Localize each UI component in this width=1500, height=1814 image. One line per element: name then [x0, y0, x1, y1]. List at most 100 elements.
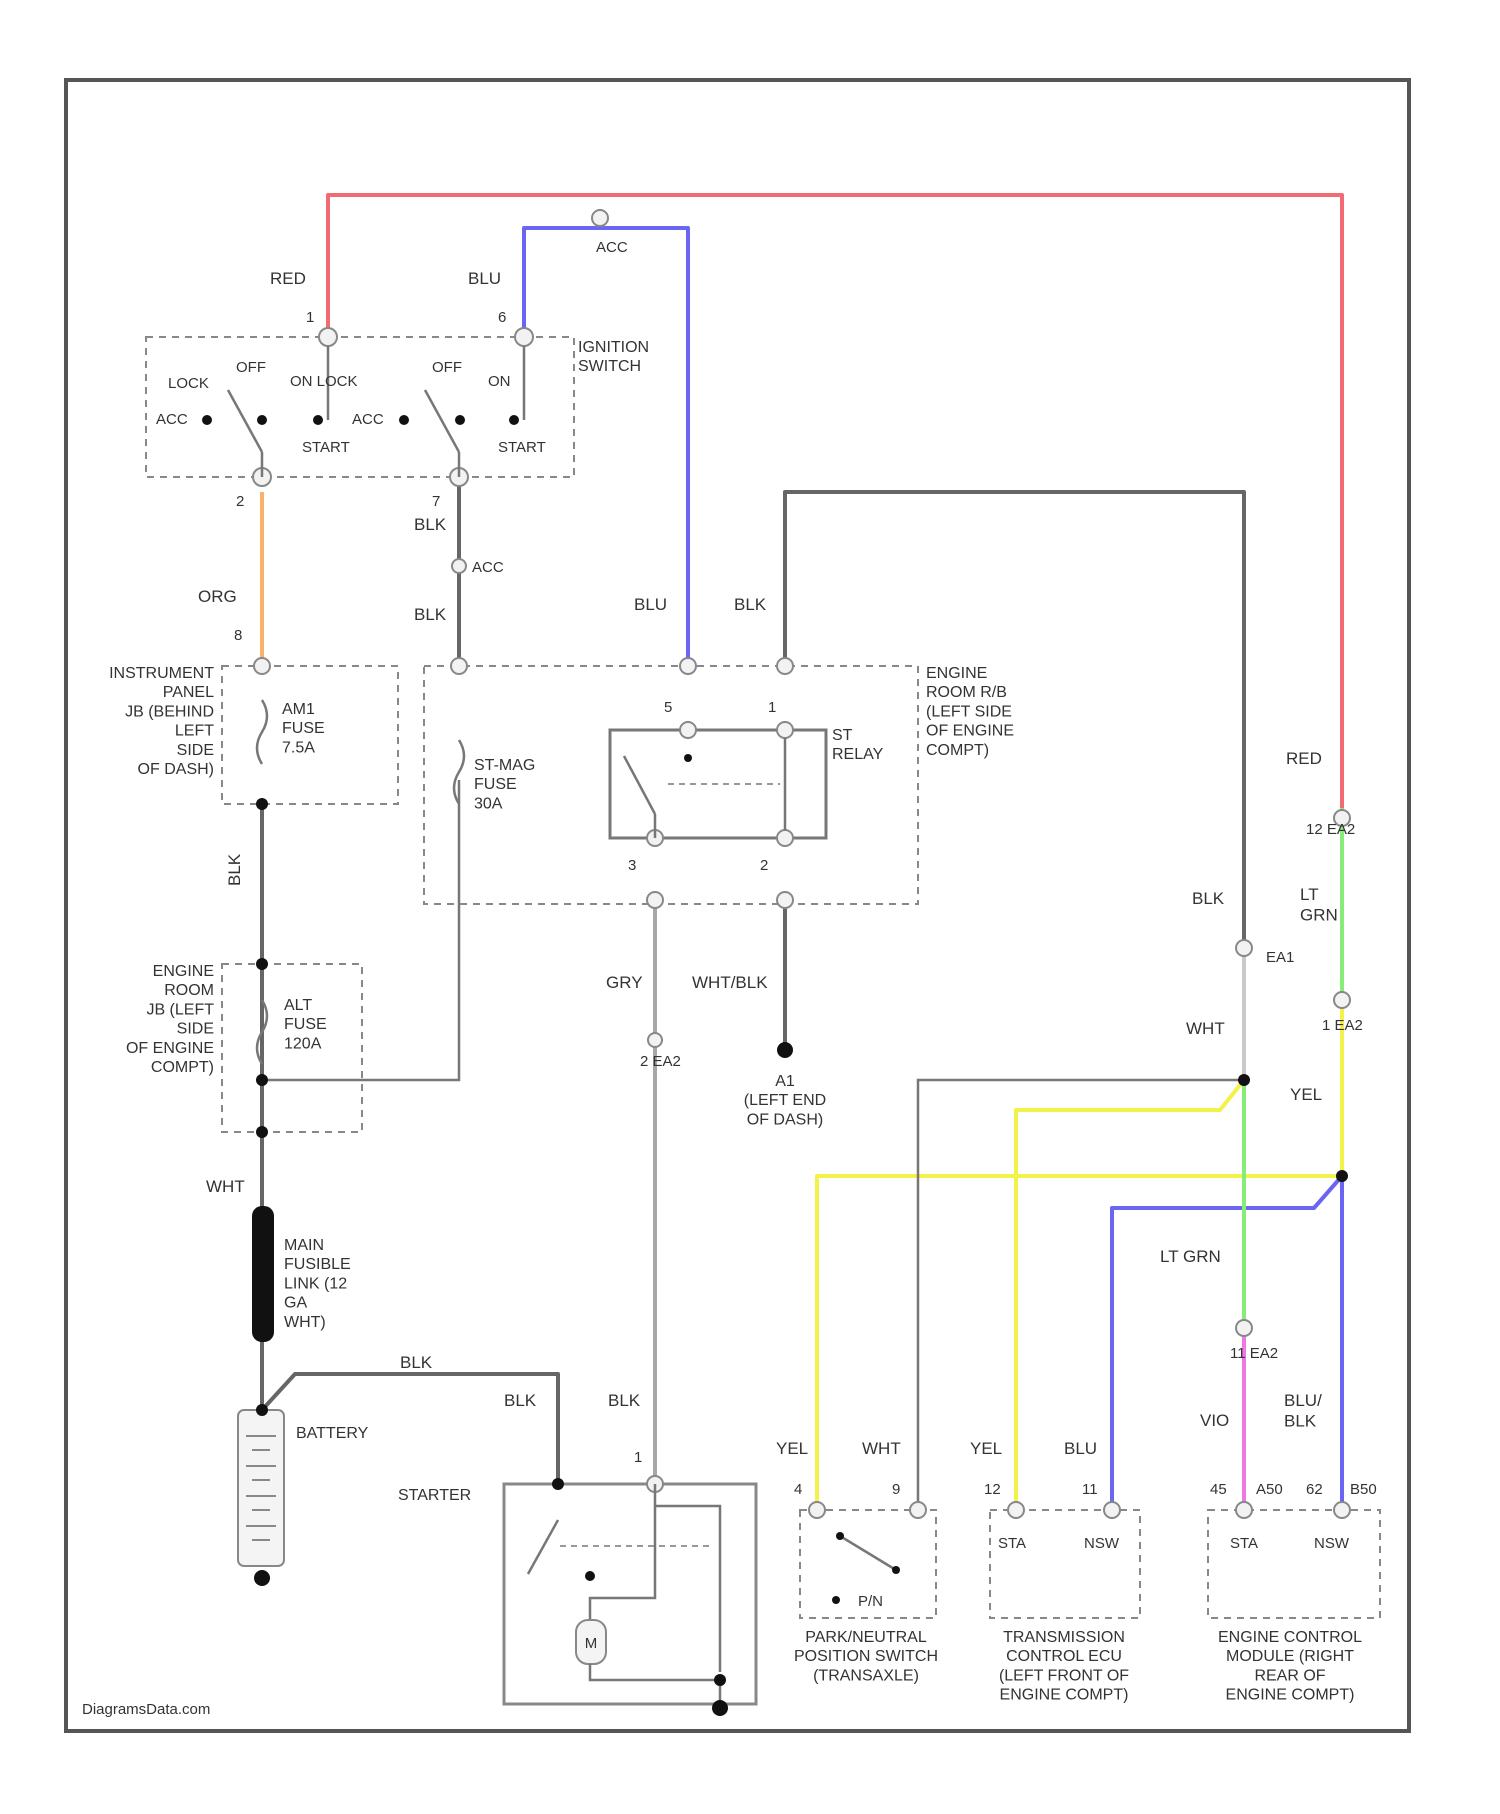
wire-yel-tcm	[1016, 1080, 1244, 1510]
relay-contact-dot	[684, 754, 692, 762]
relay-pin-3-out	[647, 892, 663, 908]
ign-pos-on-lock: ON LOCK	[290, 373, 358, 390]
wire-label-wht-pns: WHT	[862, 1439, 901, 1458]
starter-pin-label: 1	[634, 1449, 642, 1466]
tcm-label: TRANSMISSIONCONTROL ECU(LEFT FRONT OFENG…	[999, 1629, 1129, 1704]
wire-label-wht-left: WHT	[206, 1177, 245, 1196]
wire-label-blk-starter-left: BLK	[504, 1391, 537, 1410]
wire-label-blk-left2: BLK	[414, 605, 447, 624]
am1-fuse-top-conn	[254, 658, 270, 674]
pns-contact-a	[836, 1532, 844, 1540]
pns-switch-arm	[840, 1536, 896, 1570]
acc-connector	[592, 210, 608, 226]
am1-fuse-symbol	[257, 700, 267, 764]
wire-label-blu-mid: BLU	[634, 595, 667, 614]
wire-blu-tcm	[1112, 1176, 1342, 1510]
pns-contact-c	[832, 1596, 840, 1604]
wire-label-blu-blk: BLU/BLK	[1284, 1391, 1322, 1430]
ignition-contact-acc-left	[202, 415, 212, 425]
ecm-nsw-label: NSW	[1314, 1535, 1350, 1552]
starter-label: STARTER	[398, 1487, 471, 1504]
starter-switch-arm	[528, 1520, 558, 1574]
ign-pos-start-1: START	[302, 439, 350, 456]
ignition-contact-on-left	[257, 415, 267, 425]
ignition-pin-1	[319, 328, 337, 346]
ea1-connector	[1236, 940, 1252, 956]
alt-fuse-bottom-splice	[256, 1126, 268, 1138]
instrument-panel-jb-label: INSTRUMENTPANELJB (BEHINDLEFTSIDEOF DASH…	[109, 665, 214, 778]
tcm-pin-11-label: 11	[1082, 1481, 1098, 1498]
starter-motor-wire	[590, 1506, 655, 1620]
wire-yel-pns	[817, 1176, 1342, 1510]
wire-blk-relay-top	[785, 492, 1244, 948]
ignition-pin-1-label: 1	[306, 309, 314, 326]
ignition-switch-arm-left	[228, 390, 262, 452]
battery-ground-dot	[254, 1570, 270, 1586]
ignition-switch-arm-right	[425, 390, 459, 452]
ea2-ltgrn-label: 1 EA2	[1322, 1017, 1363, 1034]
wire-label-yel-right: YEL	[1290, 1085, 1322, 1104]
pns-contact-b	[892, 1566, 900, 1574]
ecm-pin-b50-label: B50	[1350, 1481, 1377, 1498]
ecm-pin-45-conn	[1236, 1502, 1252, 1518]
ea2-red-label: 12 EA2	[1306, 821, 1355, 838]
ign-pos-off-1: OFF	[236, 359, 266, 376]
ecm-pin-62-label: 62	[1306, 1481, 1323, 1498]
wire-label-blu-tcm: BLU	[1064, 1439, 1097, 1458]
ignition-pin-7-label: 7	[432, 493, 440, 510]
starter-ground-wire	[590, 1664, 720, 1708]
wire-label-yel-pns: YEL	[776, 1439, 808, 1458]
starter-ground-splice	[714, 1674, 726, 1686]
ea2-ltgrn-connector	[1334, 992, 1350, 1008]
wire-label-org: ORG	[198, 587, 237, 606]
ignition-pin-6-label: 6	[498, 309, 506, 326]
starter-bat-dot	[552, 1478, 564, 1490]
tcm-box	[990, 1510, 1140, 1618]
wire-label-wht-right: WHT	[1186, 1019, 1225, 1038]
battery-symbol	[238, 1410, 284, 1566]
ignition-contact-start-right	[509, 415, 519, 425]
ign-pos-start-2: START	[498, 439, 546, 456]
wire-label-blk-bat: BLK	[400, 1353, 433, 1372]
ea2-vio-connector	[1236, 1320, 1252, 1336]
wht-splice	[1238, 1074, 1250, 1086]
ignition-pin-6	[515, 328, 533, 346]
wire-label-red-right: RED	[1286, 749, 1322, 768]
relay-pin-1-conn	[777, 658, 793, 674]
ea1-label: EA1	[1266, 949, 1294, 966]
wire-label-blk-right: BLK	[1192, 889, 1225, 908]
relay-pin-2-box	[777, 830, 793, 846]
ignition-contact-on-right	[455, 415, 465, 425]
tcm-pin-12-label: 12	[984, 1481, 1001, 1498]
relay-pin-1-box	[777, 722, 793, 738]
ecm-pin-62-conn	[1334, 1502, 1350, 1518]
wire-label-blk-left1: BLK	[414, 515, 447, 534]
st-mag-top-conn	[451, 658, 467, 674]
relay-pin-2-out	[777, 892, 793, 908]
ea2-gry-label: 2 EA2	[640, 1053, 681, 1070]
watermark: DiagramsData.com	[82, 1701, 210, 1718]
ignition-contact-start-left	[313, 415, 323, 425]
wire-label-acc-mid: ACC	[472, 559, 504, 576]
wire-label-yel-tcm: YEL	[970, 1439, 1002, 1458]
ignition-contact-acc-right	[399, 415, 409, 425]
ign-pos-acc-1: ACC	[156, 411, 188, 428]
starter-motor-label: M	[585, 1635, 598, 1652]
pns-pn-label: P/N	[858, 1593, 883, 1610]
ign-pos-off-2: OFF	[432, 359, 462, 376]
ea2-gry-connector	[648, 1033, 662, 1047]
relay-pin-1-label: 1	[768, 699, 776, 716]
alt-fuse-label: ALTFUSE120A	[284, 997, 327, 1052]
starter-motor-dot	[585, 1571, 595, 1581]
relay-contact-arm	[624, 756, 655, 814]
ign-pos-on: ON	[488, 373, 511, 390]
ground-a1-label: A1(LEFT ENDOF DASH)	[744, 1073, 826, 1128]
battery-label: BATTERY	[296, 1425, 369, 1442]
wire-label-blk-starter-mid: BLK	[608, 1391, 641, 1410]
ground-a1-dot	[777, 1042, 793, 1058]
